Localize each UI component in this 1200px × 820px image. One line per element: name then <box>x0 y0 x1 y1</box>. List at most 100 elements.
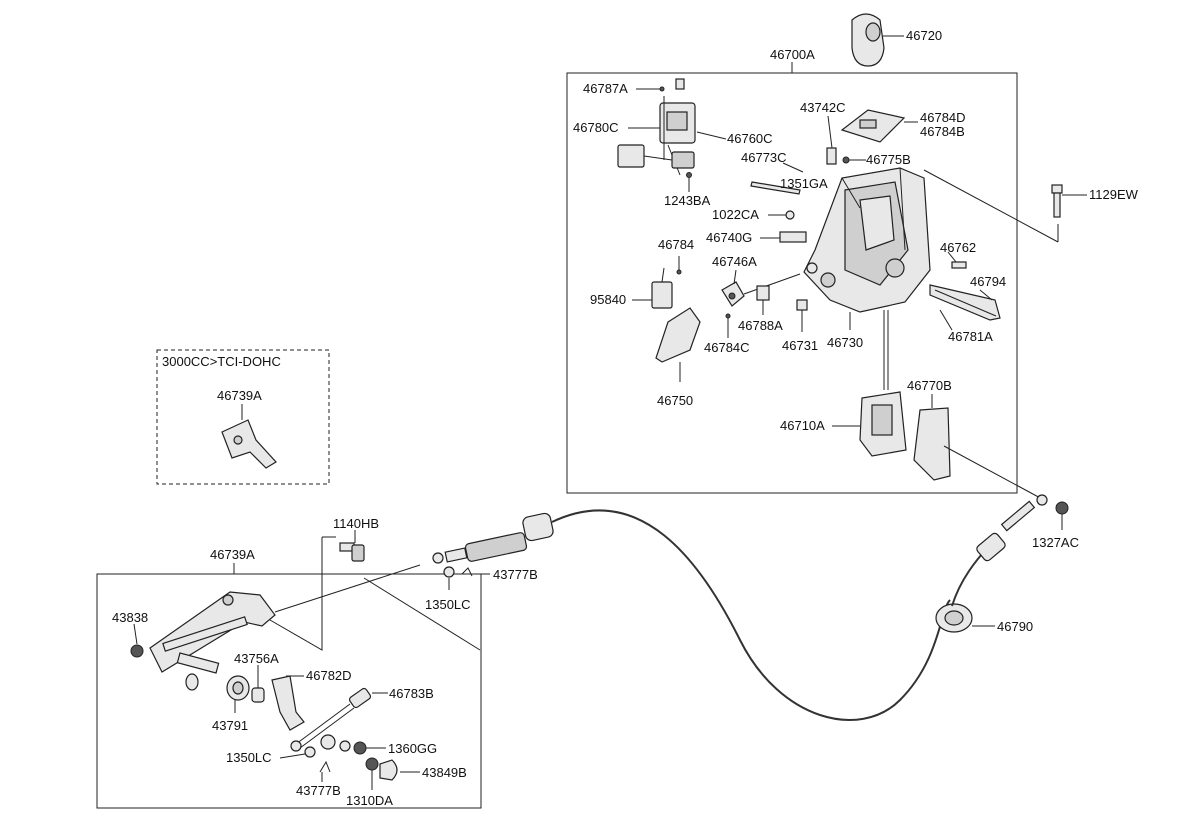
leader-46760C <box>696 131 727 140</box>
leader-43838 <box>133 623 138 645</box>
label-46781A: 46781A <box>948 329 993 344</box>
label-46730: 46730 <box>827 335 863 350</box>
label-46775B: 46775B <box>866 152 911 167</box>
label-46784C: 46784C <box>704 340 750 355</box>
clip-46784C <box>725 313 731 319</box>
label-46787A: 46787A <box>583 81 628 96</box>
pin-46740G <box>779 231 807 243</box>
leader-43742C <box>827 115 833 149</box>
label-46780C: 46780C <box>573 120 619 135</box>
label-43777B: 43777B <box>296 783 341 798</box>
nut-43838 <box>130 644 144 658</box>
label-46762: 46762 <box>940 240 976 255</box>
label-46731: 46731 <box>782 338 818 353</box>
nut-1360GG <box>353 741 367 755</box>
washer-1350LC <box>304 746 316 758</box>
label-95840: 95840 <box>590 292 626 307</box>
label-46784: 46784 <box>658 237 694 252</box>
assembly-axis-line <box>743 273 801 295</box>
leader-46781A <box>939 309 953 331</box>
label-46760C: 46760C <box>727 131 773 146</box>
label-1351GA: 1351GA <box>780 176 828 191</box>
washer-center <box>339 740 351 752</box>
label-1350LC-top: 1350LC <box>425 597 471 612</box>
bolt-1140HB <box>339 542 365 562</box>
label-46746A: 46746A <box>712 254 757 269</box>
pin-1351GA <box>750 181 801 195</box>
bushing-center <box>320 734 336 750</box>
label-46740G: 46740G <box>706 230 752 245</box>
leader-1350LC <box>279 753 306 759</box>
label-43791: 43791 <box>212 718 248 733</box>
bushing-43791-bore <box>232 681 244 695</box>
washer-1350LC-top <box>443 566 455 578</box>
bushing-left <box>185 673 199 691</box>
cap-43849B <box>379 759 398 781</box>
label-1310DA: 1310DA <box>346 793 393 808</box>
label-46710A: 46710A <box>780 418 825 433</box>
label-46784D: 46784D <box>920 110 966 125</box>
lever-bracket-option <box>221 419 277 469</box>
bolt-46775B <box>842 156 850 164</box>
clip-43777B <box>319 760 331 773</box>
label-46788A: 46788A <box>738 318 783 333</box>
assembly-axis-line-left <box>269 537 323 651</box>
pin-46762 <box>951 261 967 269</box>
cable-attach-line <box>943 445 1045 501</box>
clip-43777B-top <box>461 567 473 577</box>
connecting-rod-46783B <box>290 687 372 752</box>
label-43849B: 43849B <box>422 765 467 780</box>
label-46720: 46720 <box>906 28 942 43</box>
leader-46794 <box>979 289 993 301</box>
pin-46731 <box>796 299 808 311</box>
washer-1022CA <box>785 210 795 220</box>
cable-retainer-46770B <box>913 407 951 481</box>
lever-assembly-box <box>96 573 482 809</box>
label-1243BA: 1243BA <box>664 193 711 208</box>
label-1327AC: 1327AC <box>1032 535 1079 550</box>
bushing-46788A <box>756 285 770 301</box>
label-1140HB: 1140HB <box>333 516 379 531</box>
label-46700A: 46700A <box>770 47 815 62</box>
label-46773C: 46773C <box>741 150 787 165</box>
shift-knob <box>851 13 885 67</box>
shift-lever-base-bracket <box>803 167 931 313</box>
label-1129EW: 1129EW <box>1089 187 1139 202</box>
label-1350LC: 1350LC <box>226 750 272 765</box>
link-rod-line <box>274 564 421 613</box>
leader-46762 <box>947 251 957 263</box>
lever-bracket-46739A <box>149 591 276 673</box>
label-46739A: 46739A <box>210 547 255 562</box>
lower-box-diagonal <box>363 577 481 651</box>
bolt-1129EW <box>1051 184 1063 218</box>
label-46750: 46750 <box>657 393 693 408</box>
nut-1310DA <box>365 757 379 771</box>
pivot-shaft <box>176 652 220 674</box>
engine-option-box <box>156 349 330 485</box>
shift-cable-46790 <box>432 494 1048 721</box>
collar-43756A <box>251 687 265 703</box>
indicator-cover-plate <box>840 109 906 143</box>
shift-lever-rod <box>929 284 1001 321</box>
shift-lock-solenoid <box>617 78 696 178</box>
sensor-95840 <box>651 267 673 309</box>
option-box-label: 3000CC>TCI-DOHC <box>162 354 281 369</box>
label-43742C: 43742C <box>800 100 846 115</box>
detent-spring-bracket <box>826 147 837 165</box>
label-46770B: 46770B <box>907 378 952 393</box>
bolt-46787A <box>659 86 665 92</box>
mounting-line-1129EW <box>923 169 1059 243</box>
leader-46746A <box>733 269 737 285</box>
label-43838: 43838 <box>112 610 148 625</box>
label-43777B-top: 43777B <box>493 567 538 582</box>
label-1360GG: 1360GG <box>388 741 437 756</box>
label-43756A: 43756A <box>234 651 279 666</box>
nut-1327AC <box>1055 501 1069 515</box>
lever-part-46746A <box>721 281 745 307</box>
label-46783B: 46783B <box>389 686 434 701</box>
label-46782D: 46782D <box>306 668 352 683</box>
shift-arm-46782D <box>271 675 305 731</box>
leader-46773C <box>782 162 804 173</box>
label-46794: 46794 <box>970 274 1006 289</box>
